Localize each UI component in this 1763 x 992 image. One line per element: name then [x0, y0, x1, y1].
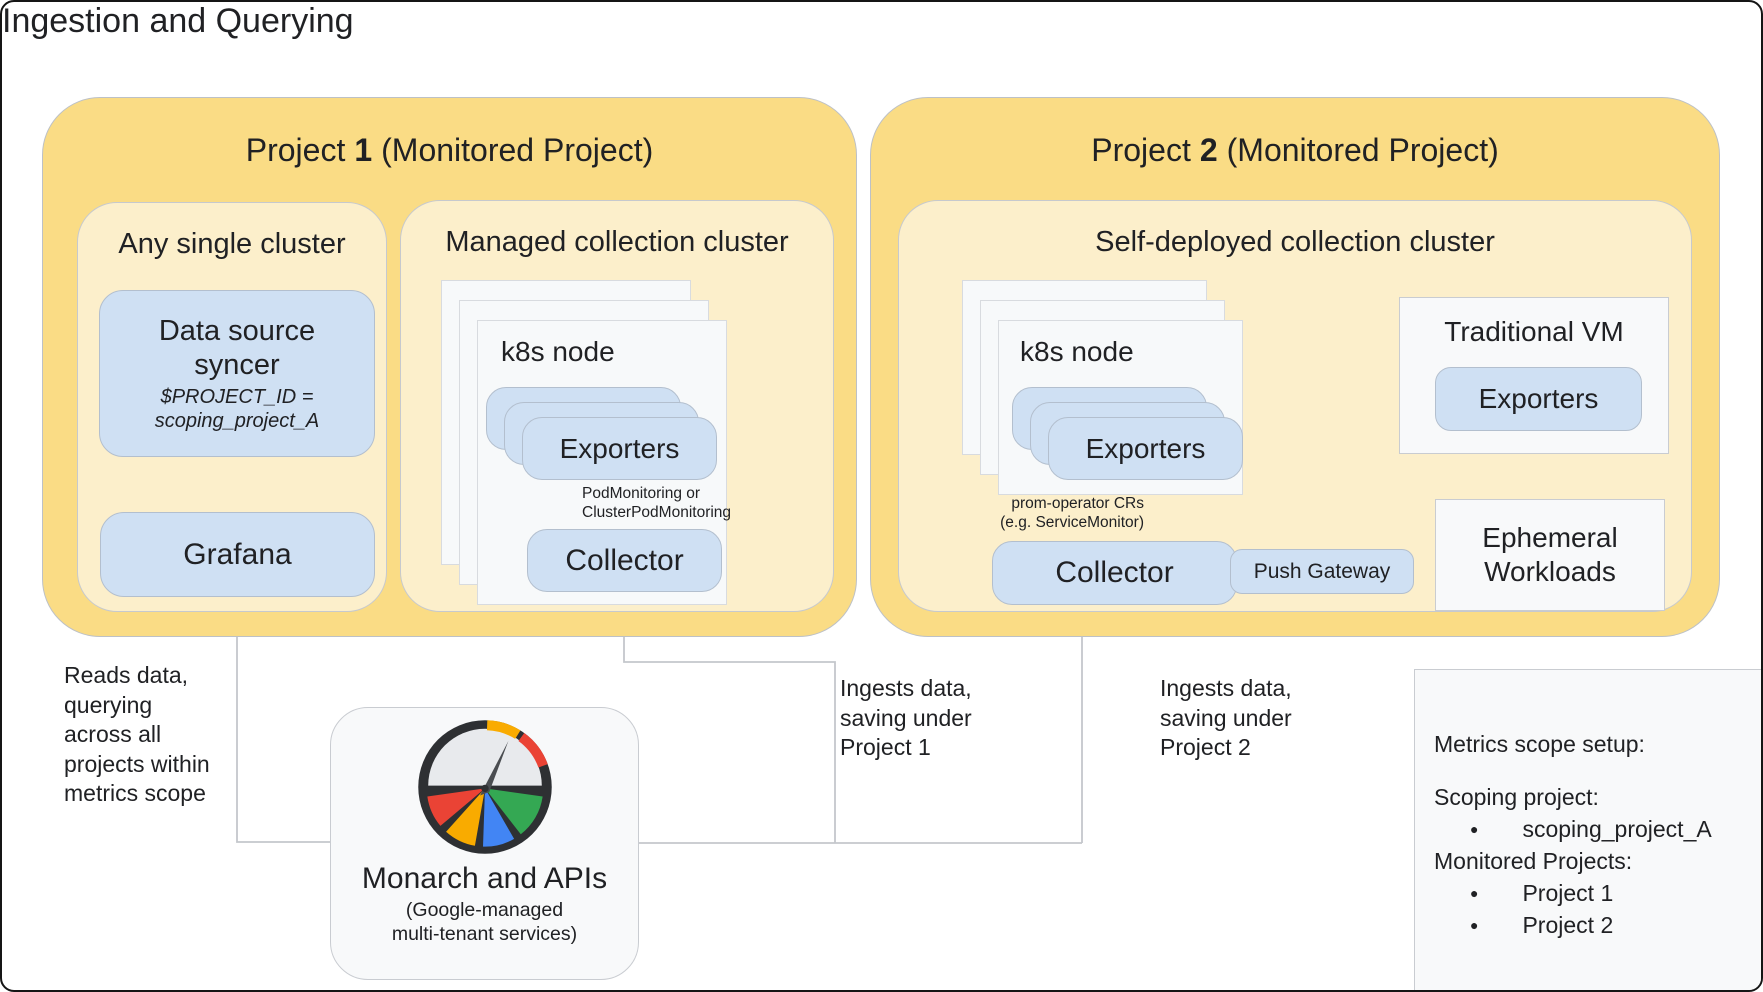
project1-header-pre: Project	[245, 132, 346, 168]
traditional-vm-exporters-box: Exporters	[1435, 367, 1642, 431]
traditional-vm-title: Traditional VM	[1444, 316, 1624, 347]
ephemeral-workloads-line2: Workloads	[1484, 556, 1616, 587]
page-title: Ingestion and Querying	[2, 2, 354, 40]
syncer-project-id-line1: $PROJECT_ID =	[160, 386, 314, 408]
k8s-node-label: k8s node	[501, 336, 615, 367]
metrics-scope-content: Metrics scope setup: Scoping project: ● …	[1434, 728, 1754, 941]
collector-box-project1: Collector	[527, 529, 722, 592]
monitored-projects-label: Monitored Projects:	[1434, 848, 1633, 874]
prom-operator-note-line1: prom-operator CRs	[1011, 495, 1144, 512]
syncer-project-id-line2: scoping_project_A	[154, 410, 320, 432]
monarch-sublabel: (Google-managed multi-tenant services)	[330, 898, 639, 946]
ingest-project2-annotation: Ingests data, saving under Project 2	[1160, 674, 1340, 763]
monitored-project2-value: Project 2	[1522, 912, 1614, 938]
push-gateway-box: Push Gateway	[1230, 549, 1414, 594]
prom-operator-note: prom-operator CRs (e.g. ServiceMonitor)	[946, 494, 1144, 532]
pod-monitoring-note-line1: PodMonitoring or	[582, 485, 701, 502]
data-source-syncer-label: Data source syncer	[158, 315, 316, 381]
project2-header-post: (Monitored Project)	[1226, 132, 1499, 168]
exporters-box: Exporters	[522, 417, 717, 480]
project2-header-number: 2	[1199, 132, 1218, 168]
monitored-project2-bullet: ● Project 2	[1434, 909, 1754, 941]
prom-operator-note-line2: (e.g. ServiceMonitor)	[1000, 514, 1144, 531]
project2-header: Project 2 (Monitored Project)	[870, 132, 1720, 169]
k8s-node2-label: k8s node	[1020, 336, 1134, 367]
monitoring-gauge-icon	[418, 720, 552, 854]
reads-data-line1: Reads data,	[64, 662, 189, 688]
monarch-sublabel-line2: multi-tenant services)	[391, 923, 578, 945]
monitored-project1-value: Project 1	[1522, 880, 1614, 906]
ingest1-line3: Project 1	[840, 734, 931, 760]
exporters2-box: Exporters	[1048, 417, 1243, 480]
ingest1-line2: saving under	[840, 704, 972, 731]
metrics-scope-panel	[1414, 669, 1761, 990]
scoping-project-label: Scoping project:	[1434, 784, 1599, 810]
self-deployed-cluster-title: Self-deployed collection cluster	[1095, 226, 1495, 258]
reads-data-line5: metrics scope	[64, 780, 206, 806]
ephemeral-workloads-box: Ephemeral Workloads	[1435, 499, 1665, 611]
collector-box-project2: Collector	[992, 541, 1237, 605]
reads-data-line2: querying	[64, 691, 153, 718]
any-single-cluster-title: Any single cluster	[118, 228, 346, 260]
managed-collection-cluster-title: Managed collection cluster	[445, 226, 789, 258]
ingest2-line2: saving under	[1160, 704, 1292, 731]
ingest2-line1: Ingests data,	[1160, 675, 1292, 701]
ingest2-line3: Project 2	[1160, 734, 1251, 760]
ingest1-line1: Ingests data,	[840, 675, 972, 701]
reads-data-line3: across all	[64, 721, 162, 747]
ingest-project1-annotation: Ingests data, saving under Project 1	[840, 674, 1020, 763]
bullet-icon: ●	[1470, 885, 1479, 901]
pod-monitoring-note: PodMonitoring or ClusterPodMonitoring	[582, 484, 762, 522]
bullet-icon: ●	[1470, 917, 1479, 933]
grafana-box: Grafana	[100, 512, 375, 597]
metrics-scope-spacer	[1434, 760, 1754, 781]
project1-header-post: (Monitored Project)	[381, 132, 654, 168]
reads-data-line4: projects within	[64, 750, 210, 777]
ephemeral-workloads-line1: Ephemeral	[1482, 522, 1618, 553]
data-source-syncer-box: Data source syncer $PROJECT_ID = scoping…	[99, 290, 375, 457]
scoping-project-value: scoping_project_A	[1522, 816, 1712, 842]
metrics-scope-title: Metrics scope setup:	[1434, 731, 1645, 757]
monarch-sublabel-line1: (Google-managed	[405, 899, 564, 921]
project1-header-number: 1	[354, 132, 373, 168]
monitored-project1-bullet: ● Project 1	[1434, 877, 1754, 909]
scoping-project-bullet: ● scoping_project_A	[1434, 813, 1754, 845]
project2-header-pre: Project	[1091, 132, 1191, 168]
reads-data-annotation: Reads data, querying across all projects…	[64, 661, 244, 809]
monarch-label: Monarch and APIs	[361, 862, 608, 895]
pod-monitoring-note-line2: ClusterPodMonitoring	[582, 504, 732, 521]
project1-header: Project 1 (Monitored Project)	[42, 132, 857, 169]
bullet-icon: ●	[1470, 821, 1479, 837]
